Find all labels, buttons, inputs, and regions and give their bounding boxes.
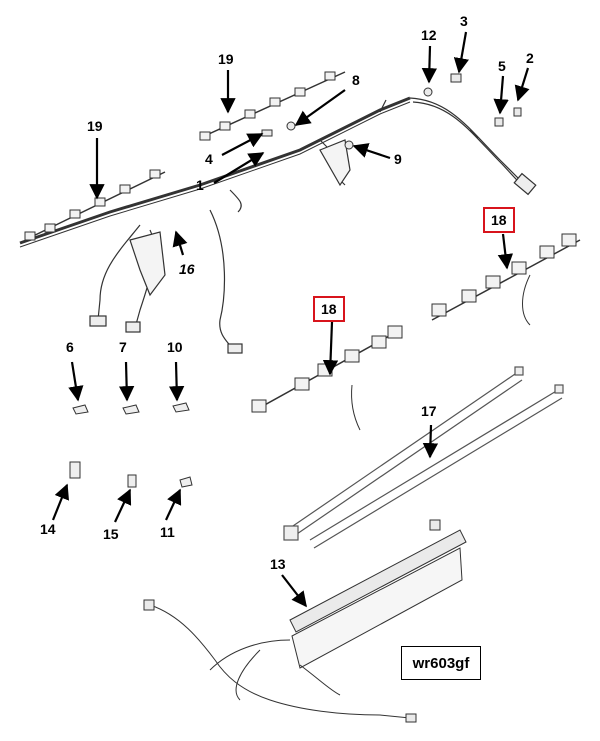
callout-19-top: 19: [218, 51, 234, 67]
injector-harness-19-top: [199, 71, 346, 141]
harness-18-middle: [251, 325, 403, 431]
callout-6: 6: [66, 339, 74, 355]
callout-13: 13: [270, 556, 286, 572]
callout-8: 8: [352, 72, 360, 88]
reference-code: wr603gf: [412, 654, 470, 672]
callout-3: 3: [460, 13, 468, 29]
callout-17: 17: [421, 403, 437, 419]
callout-5: 5: [498, 58, 506, 74]
reference-code-box: wr603gf: [401, 646, 481, 680]
clips: [69, 402, 193, 488]
callout-1: 1: [196, 177, 204, 193]
callout-12: 12: [421, 27, 437, 43]
fuel-rail-assembly-13: [143, 519, 467, 723]
main-harness: [19, 96, 537, 354]
harness-18-right: [431, 233, 581, 326]
callout-16: 16: [179, 261, 195, 277]
leader-arrows: [51, 31, 530, 608]
injector-harness-19-left: [24, 169, 166, 241]
callout-7: 7: [119, 339, 127, 355]
callout-19-left: 19: [87, 118, 103, 134]
callout-14: 14: [40, 521, 56, 537]
callout-10: 10: [167, 339, 183, 355]
callout-4: 4: [205, 151, 213, 167]
small-fittings: [261, 73, 522, 150]
callout-18-middle: 18: [313, 296, 345, 322]
callout-15: 15: [103, 526, 119, 542]
callout-9: 9: [394, 151, 402, 167]
callout-2: 2: [526, 50, 534, 66]
callout-18-right: 18: [483, 207, 515, 233]
tube-assembly-17: [283, 366, 564, 549]
callout-11: 11: [160, 524, 175, 540]
